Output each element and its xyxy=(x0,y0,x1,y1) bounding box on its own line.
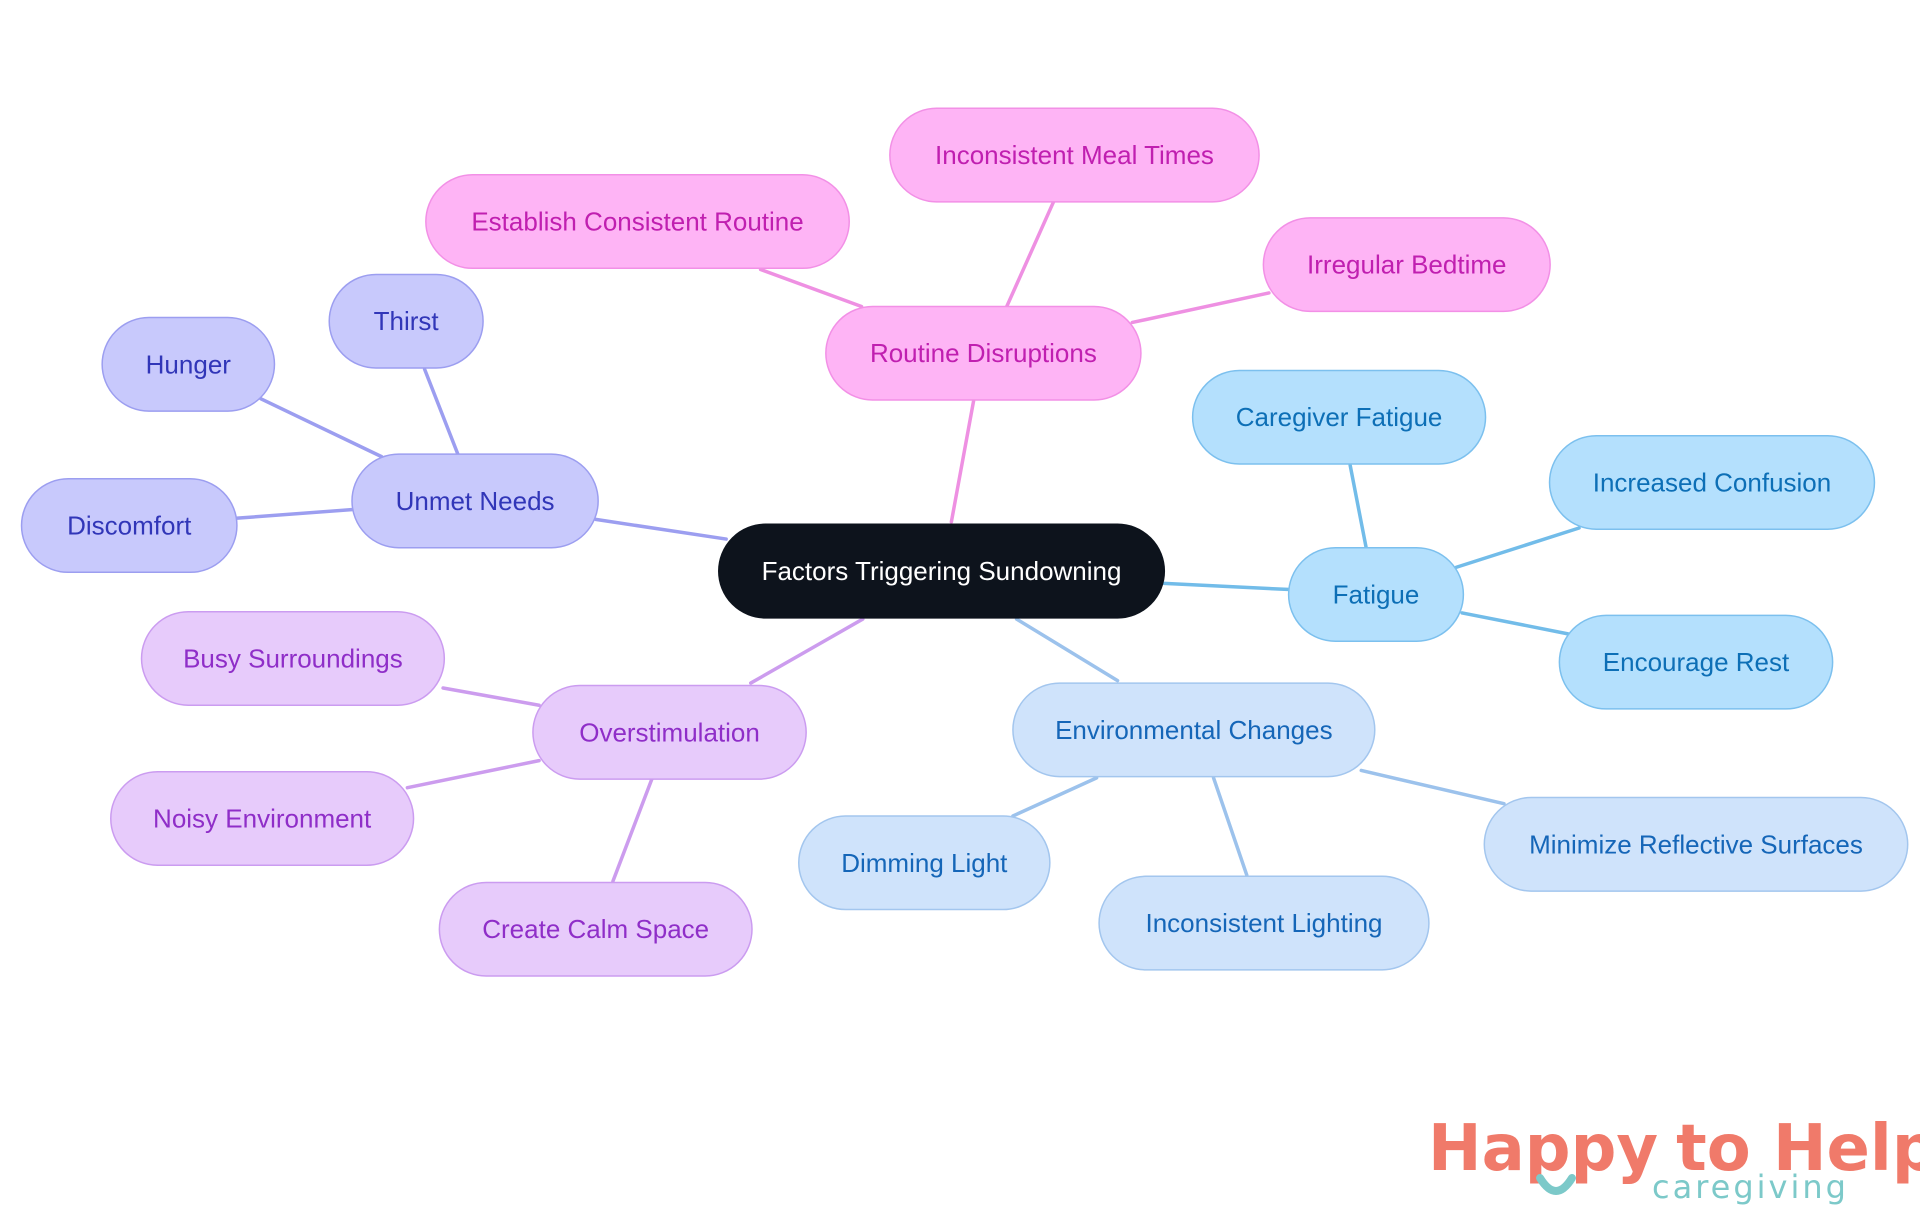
node-root[interactable]: Factors Triggering Sundowning xyxy=(718,523,1166,619)
edge-to-hunger xyxy=(259,397,384,459)
node-overstimulation-box xyxy=(532,684,807,780)
node-environmental-changes-box xyxy=(1012,682,1376,778)
node-caregiver-fatigue[interactable]: Caregiver Fatigue xyxy=(1191,369,1487,465)
node-minimize-reflective-surfaces[interactable]: Minimize Reflective Surfaces xyxy=(1483,796,1909,892)
node-unmet-needs-box xyxy=(351,453,599,549)
edge-to-caregiver-fatigue xyxy=(1348,463,1368,550)
node-thirst[interactable]: Thirst xyxy=(328,273,484,369)
node-inconsistent-meal-times-box xyxy=(889,107,1260,203)
node-create-calm-space-label: Create Calm Space xyxy=(482,914,709,944)
node-environmental-changes-label: Environmental Changes xyxy=(1055,715,1333,745)
node-increased-confusion-box xyxy=(1548,434,1876,530)
edge-to-discomfort xyxy=(235,507,355,520)
edge-to-minimize-reflective-surfaces xyxy=(1359,768,1506,806)
node-discomfort-label: Discomfort xyxy=(67,511,192,541)
node-fatigue[interactable]: Fatigue xyxy=(1287,546,1465,642)
node-busy-surroundings-box xyxy=(140,610,446,706)
node-minimize-reflective-surfaces-label: Minimize Reflective Surfaces xyxy=(1529,829,1863,859)
node-encourage-rest[interactable]: Encourage Rest xyxy=(1558,614,1834,710)
node-hunger-box xyxy=(101,316,276,412)
logo-subtitle: caregiving xyxy=(1652,1168,1849,1206)
node-routine-disruptions-box xyxy=(825,305,1142,401)
node-thirst-box xyxy=(328,273,484,369)
edge-to-encourage-rest xyxy=(1460,611,1570,636)
edge-to-busy-surroundings xyxy=(441,686,541,707)
node-noisy-environment[interactable]: Noisy Environment xyxy=(110,770,415,866)
edge-to-establish-consistent-routine xyxy=(758,267,864,309)
edge-to-inconsistent-meal-times xyxy=(1005,200,1056,309)
node-irregular-bedtime-label: Irregular Bedtime xyxy=(1307,250,1506,280)
node-overstimulation[interactable]: Overstimulation xyxy=(532,684,807,780)
node-unmet-needs[interactable]: Unmet Needs xyxy=(351,453,599,549)
node-root-box xyxy=(718,523,1166,619)
node-root-label: Factors Triggering Sundowning xyxy=(762,556,1122,586)
node-busy-surroundings[interactable]: Busy Surroundings xyxy=(140,610,446,706)
node-dimming-light[interactable]: Dimming Light xyxy=(798,815,1051,911)
node-establish-consistent-routine-label: Establish Consistent Routine xyxy=(471,207,803,237)
node-inconsistent-meal-times-label: Inconsistent Meal Times xyxy=(935,140,1214,170)
node-create-calm-space-box xyxy=(438,881,753,977)
node-discomfort-box xyxy=(20,478,238,574)
logo-words-to-help: to Help xyxy=(1676,1112,1920,1186)
logo-word-happy: Happy xyxy=(1428,1112,1658,1186)
edge-to-noisy-environment xyxy=(405,758,541,790)
node-irregular-bedtime-box xyxy=(1262,217,1551,313)
node-establish-consistent-routine[interactable]: Establish Consistent Routine xyxy=(425,174,850,270)
edge-to-inconsistent-lighting xyxy=(1211,776,1249,877)
edge-to-thirst xyxy=(422,367,460,456)
diagram-nodes: Factors Triggering Sundowning Unmet Needs… xyxy=(20,107,1909,977)
node-inconsistent-lighting-label: Inconsistent Lighting xyxy=(1145,908,1382,938)
node-irregular-bedtime[interactable]: Irregular Bedtime xyxy=(1262,217,1551,313)
node-routine-disruptions[interactable]: Routine Disruptions xyxy=(825,305,1142,401)
node-encourage-rest-label: Encourage Rest xyxy=(1603,647,1790,677)
node-encourage-rest-box xyxy=(1558,614,1834,710)
node-noisy-environment-label: Noisy Environment xyxy=(153,803,372,833)
edge-to-irregular-bedtime xyxy=(1130,291,1271,325)
node-increased-confusion[interactable]: Increased Confusion xyxy=(1548,434,1876,530)
node-minimize-reflective-surfaces-box xyxy=(1483,796,1909,892)
node-environmental-changes[interactable]: Environmental Changes xyxy=(1012,682,1376,778)
node-inconsistent-lighting-box xyxy=(1098,875,1430,971)
node-fatigue-box xyxy=(1287,546,1465,642)
node-caregiver-fatigue-label: Caregiver Fatigue xyxy=(1236,402,1443,432)
node-overstimulation-label: Overstimulation xyxy=(579,717,760,747)
edge-to-overstimulation xyxy=(749,617,865,685)
edge-to-increased-confusion xyxy=(1454,526,1581,570)
node-busy-surroundings-label: Busy Surroundings xyxy=(183,643,403,673)
edge-to-environmental-changes xyxy=(1014,617,1120,683)
connector-lines xyxy=(235,200,1581,883)
edge-to-dimming-light xyxy=(1011,776,1099,818)
logo-smile-icon xyxy=(1536,1174,1576,1195)
node-increased-confusion-label: Increased Confusion xyxy=(1593,467,1831,497)
node-hunger[interactable]: Hunger xyxy=(101,316,276,412)
node-inconsistent-meal-times[interactable]: Inconsistent Meal Times xyxy=(889,107,1260,203)
node-fatigue-label: Fatigue xyxy=(1333,579,1420,609)
node-dimming-light-box xyxy=(798,815,1051,911)
node-inconsistent-lighting[interactable]: Inconsistent Lighting xyxy=(1098,875,1430,971)
node-create-calm-space[interactable]: Create Calm Space xyxy=(438,881,753,977)
node-routine-disruptions-label: Routine Disruptions xyxy=(870,338,1097,368)
edge-to-unmet-needs xyxy=(593,517,728,541)
node-hunger-label: Hunger xyxy=(146,349,232,379)
node-thirst-label: Thirst xyxy=(374,306,440,336)
node-unmet-needs-label: Unmet Needs xyxy=(396,486,555,516)
node-noisy-environment-box xyxy=(110,770,415,866)
edge-to-create-calm-space xyxy=(611,776,655,883)
node-discomfort[interactable]: Discomfort xyxy=(20,478,238,574)
edge-to-routine-disruptions xyxy=(949,399,976,524)
node-dimming-light-label: Dimming Light xyxy=(841,848,1008,878)
edge-to-fatigue xyxy=(1162,581,1292,592)
node-caregiver-fatigue-box xyxy=(1191,369,1487,465)
node-establish-consistent-routine-box xyxy=(425,174,850,270)
